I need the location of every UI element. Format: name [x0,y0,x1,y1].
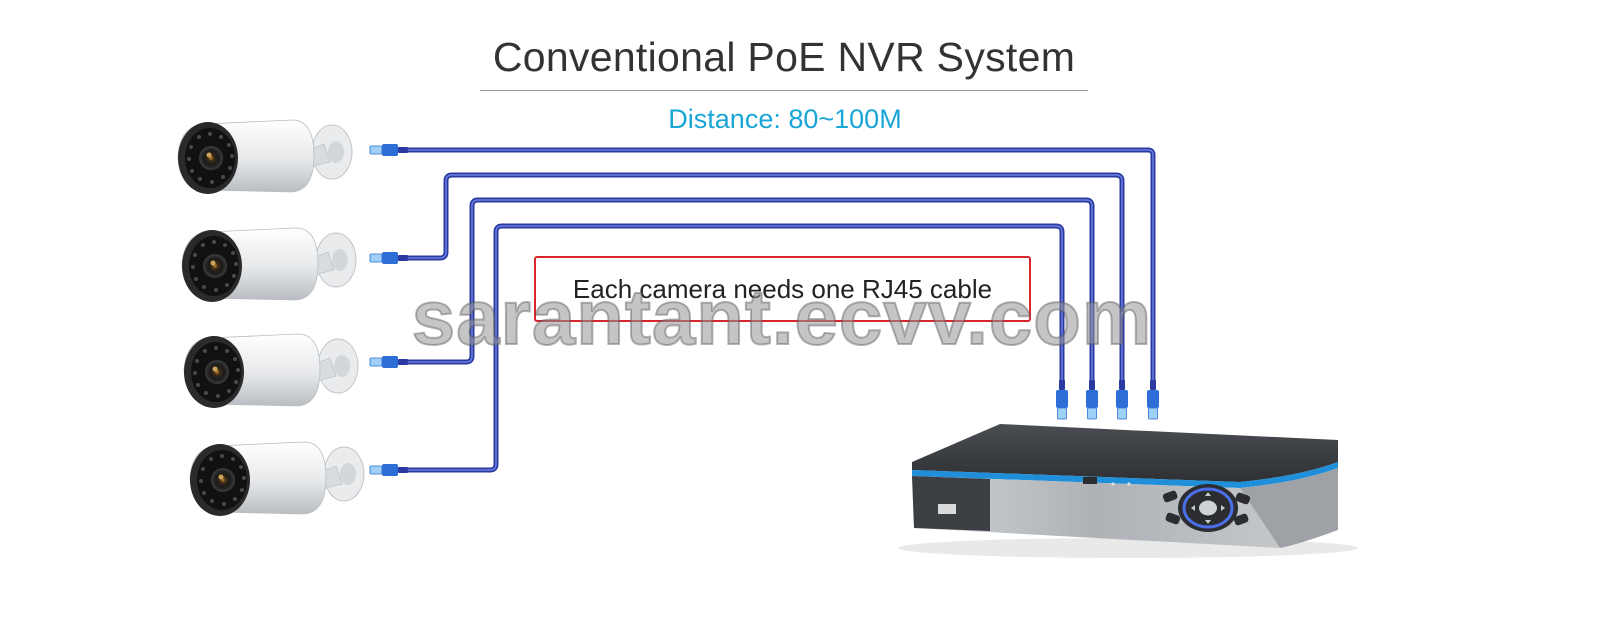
camera-2 [181,227,357,303]
rj45-connector-icon [1115,379,1129,420]
camera-4 [189,441,365,517]
rj45-connector-icon [369,251,409,265]
rj45-connector-icon [369,143,409,157]
rj45-connector-icon [1146,379,1160,420]
cable-note-text: Each camera needs one RJ45 cable [572,273,993,304]
diagram-title: Conventional PoE NVR System [492,34,1076,80]
rj45-connector-icon [1085,379,1099,420]
rj45-connector-icon [369,355,409,369]
rj45-connector-icon [369,463,409,477]
title-divider [480,90,1088,91]
camera-1 [177,119,353,195]
nvr-recorder-icon [898,424,1358,558]
cable-note-box: Each camera needs one RJ45 cable [534,256,1031,322]
camera-3 [183,333,359,409]
rj45-connector-icon [1055,379,1069,420]
distance-label: Distance: 80~100M [668,104,902,134]
